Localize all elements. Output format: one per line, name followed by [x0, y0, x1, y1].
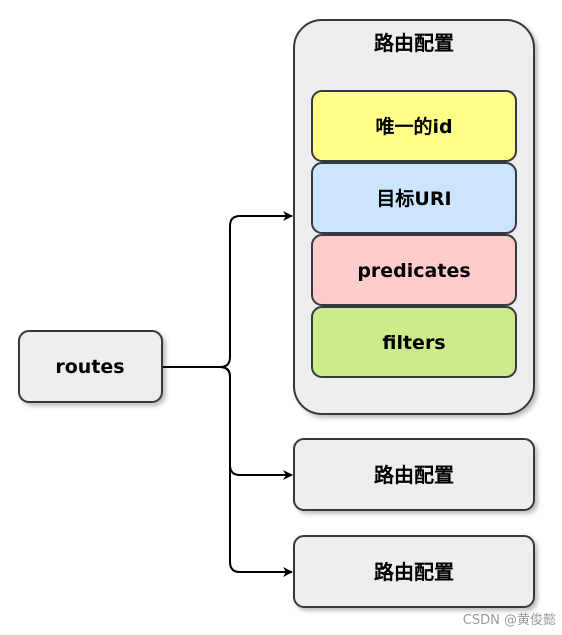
route-config-2-title: 路由配置 [374, 463, 454, 487]
field-target-uri: 目标URI [311, 162, 517, 234]
field-id-label: 唯一的id [375, 115, 452, 138]
field-predicates-label: predicates [357, 260, 470, 282]
connectors [162, 211, 293, 577]
routes-label: routes [55, 356, 124, 378]
route-config-2: 路由配置 [293, 438, 535, 511]
connector-to-route-config-2 [162, 366, 293, 480]
route-config-title: 路由配置 [374, 31, 454, 55]
field-filters-label: filters [382, 332, 445, 354]
field-target-uri-label: 目标URI [376, 188, 451, 210]
route-config-3-title: 路由配置 [374, 560, 454, 584]
field-filters: filters [311, 306, 517, 378]
connector-to-route-config [162, 211, 293, 368]
watermark: CSDN @黄俊懿 [463, 613, 556, 628]
field-id: 唯一的id [311, 90, 517, 162]
field-predicates: predicates [311, 234, 517, 306]
connector-to-route-config-3 [162, 366, 293, 577]
routes-node: routes [18, 330, 163, 403]
route-config-3: 路由配置 [293, 535, 535, 608]
